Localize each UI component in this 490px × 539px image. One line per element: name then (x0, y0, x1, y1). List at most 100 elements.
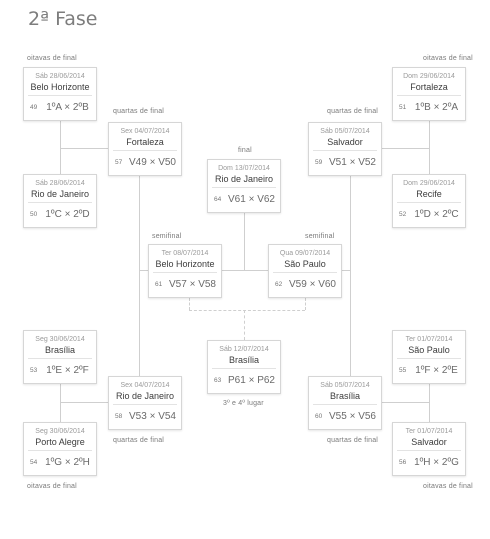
match-date: Dom 29/06/2014 (403, 73, 455, 80)
match-date: Dom 29/06/2014 (403, 180, 455, 187)
dashed-connector (189, 298, 190, 310)
card-divider (28, 358, 92, 359)
match-date: Sex 04/07/2014 (120, 382, 170, 389)
match-number: 58 (115, 413, 123, 420)
stage-label-round16-top-right: oitavas de final (423, 55, 473, 62)
match-number: 63 (214, 377, 222, 384)
match-card-49[interactable]: Sáb 28/06/2014 Belo Horizonte 49 1ºA × 2… (23, 67, 97, 121)
card-divider (212, 187, 276, 188)
match-teams: V59 × V60 (289, 279, 336, 290)
card-divider (397, 202, 461, 203)
match-city: Rio de Janeiro (115, 391, 175, 401)
match-date: Dom 13/07/2014 (218, 165, 270, 172)
connector-line (60, 384, 61, 422)
card-divider (397, 450, 461, 451)
match-card-54[interactable]: Seg 30/06/2014 Porto Alegre 54 1ºG × 2ºH (23, 422, 97, 476)
match-number: 64 (214, 196, 222, 203)
connector-line (342, 270, 351, 271)
match-city: Rio de Janeiro (30, 189, 90, 199)
match-number: 62 (275, 281, 283, 288)
match-card-56[interactable]: Ter 01/07/2014 Salvador 56 1ºH × 2ºG (392, 422, 466, 476)
match-card-53[interactable]: Seg 30/06/2014 Brasília 53 1ºE × 2ºF (23, 330, 97, 384)
card-divider (397, 95, 461, 96)
match-teams: V49 × V50 (129, 157, 176, 168)
match-city: Recife (416, 189, 442, 199)
match-card-59[interactable]: Sáb 05/07/2014 Salvador 59 V51 × V52 (308, 122, 382, 176)
match-number: 53 (30, 367, 38, 374)
match-number: 55 (399, 367, 407, 374)
stage-label-quarters-bottom-right: quartas de final (327, 437, 379, 444)
connector-line (350, 176, 351, 376)
match-card-51[interactable]: Dom 29/06/2014 Fortaleza 51 1ºB × 2ºA (392, 67, 466, 121)
match-card-62[interactable]: Qua 09/07/2014 São Paulo 62 V59 × V60 (268, 244, 342, 298)
match-card-61[interactable]: Ter 08/07/2014 Belo Horizonte 61 V57 × V… (148, 244, 222, 298)
match-teams: 1ºD × 2ºC (414, 209, 459, 220)
card-divider (313, 150, 377, 151)
match-date: Sáb 05/07/2014 (320, 128, 370, 135)
match-date: Sáb 05/07/2014 (320, 382, 370, 389)
match-teams: 1ºG × 2ºH (45, 457, 90, 468)
stage-label-quarters-top-right: quartas de final (327, 108, 379, 115)
match-card-52[interactable]: Dom 29/06/2014 Recife 52 1ºD × 2ºC (392, 174, 466, 228)
match-teams: P61 × P62 (228, 375, 275, 386)
match-teams: V53 × V54 (129, 411, 176, 422)
card-divider (273, 272, 337, 273)
dashed-connector (305, 298, 306, 310)
match-city: São Paulo (408, 345, 450, 355)
connector-line (244, 213, 245, 271)
match-teams: 1ºE × 2ºF (46, 365, 89, 376)
match-city: Belo Horizonte (155, 259, 215, 269)
stage-label-round16-bottom-left: oitavas de final (27, 483, 77, 490)
match-city: Belo Horizonte (30, 82, 90, 92)
match-date: Ter 01/07/2014 (405, 428, 453, 435)
match-teams: V55 × V56 (329, 411, 376, 422)
connector-line (382, 148, 430, 149)
match-card-50[interactable]: Sáb 28/06/2014 Rio de Janeiro 50 1ºC × 2… (23, 174, 97, 228)
match-number: 61 (155, 281, 163, 288)
card-divider (28, 95, 92, 96)
stage-label-third-place: 3º e 4º lugar (223, 400, 264, 407)
match-city: Salvador (411, 437, 447, 447)
card-divider (313, 404, 377, 405)
match-number: 49 (30, 104, 38, 111)
stage-label-final: final (238, 147, 252, 154)
match-date: Ter 01/07/2014 (405, 336, 453, 343)
match-number: 60 (315, 413, 323, 420)
match-teams: 1ºA × 2ºB (46, 102, 89, 113)
match-number: 59 (315, 159, 323, 166)
match-card-57[interactable]: Sex 04/07/2014 Fortaleza 57 V49 × V50 (108, 122, 182, 176)
match-number: 54 (30, 459, 38, 466)
match-card-60[interactable]: Sáb 05/07/2014 Brasília 60 V55 × V56 (308, 376, 382, 430)
match-number: 57 (115, 159, 123, 166)
match-city: Fortaleza (410, 82, 448, 92)
card-divider (397, 358, 461, 359)
match-city: Fortaleza (126, 137, 164, 147)
match-card-64[interactable]: Dom 13/07/2014 Rio de Janeiro 64 V61 × V… (207, 159, 281, 213)
match-city: São Paulo (284, 259, 326, 269)
stage-label-quarters-bottom-left: quartas de final (113, 437, 165, 444)
match-city: Brasília (329, 391, 360, 401)
connector-line (222, 270, 268, 271)
connector-line (60, 148, 108, 149)
match-date: Sáb 28/06/2014 (35, 180, 85, 187)
connector-line (139, 270, 148, 271)
match-date: Sex 04/07/2014 (120, 128, 170, 135)
connector-line (60, 402, 108, 403)
match-city: Brasília (44, 345, 75, 355)
connector-line (429, 121, 430, 174)
match-date: Seg 30/06/2014 (35, 428, 85, 435)
match-card-63[interactable]: Sáb 12/07/2014 Brasília 63 P61 × P62 (207, 340, 281, 394)
match-city: Porto Alegre (35, 437, 85, 447)
page-title: 2ª Fase (28, 8, 98, 30)
card-divider (212, 368, 276, 369)
stage-label-round16-bottom-right: oitavas de final (423, 483, 473, 490)
match-date: Seg 30/06/2014 (35, 336, 85, 343)
match-date: Sáb 12/07/2014 (219, 346, 269, 353)
card-divider (113, 150, 177, 151)
match-card-58[interactable]: Sex 04/07/2014 Rio de Janeiro 58 V53 × V… (108, 376, 182, 430)
card-divider (28, 450, 92, 451)
match-teams: V61 × V62 (228, 194, 275, 205)
match-card-55[interactable]: Ter 01/07/2014 São Paulo 55 1ºF × 2ºE (392, 330, 466, 384)
stage-label-semis-right: semifinal (305, 233, 335, 240)
dashed-connector (189, 310, 305, 311)
